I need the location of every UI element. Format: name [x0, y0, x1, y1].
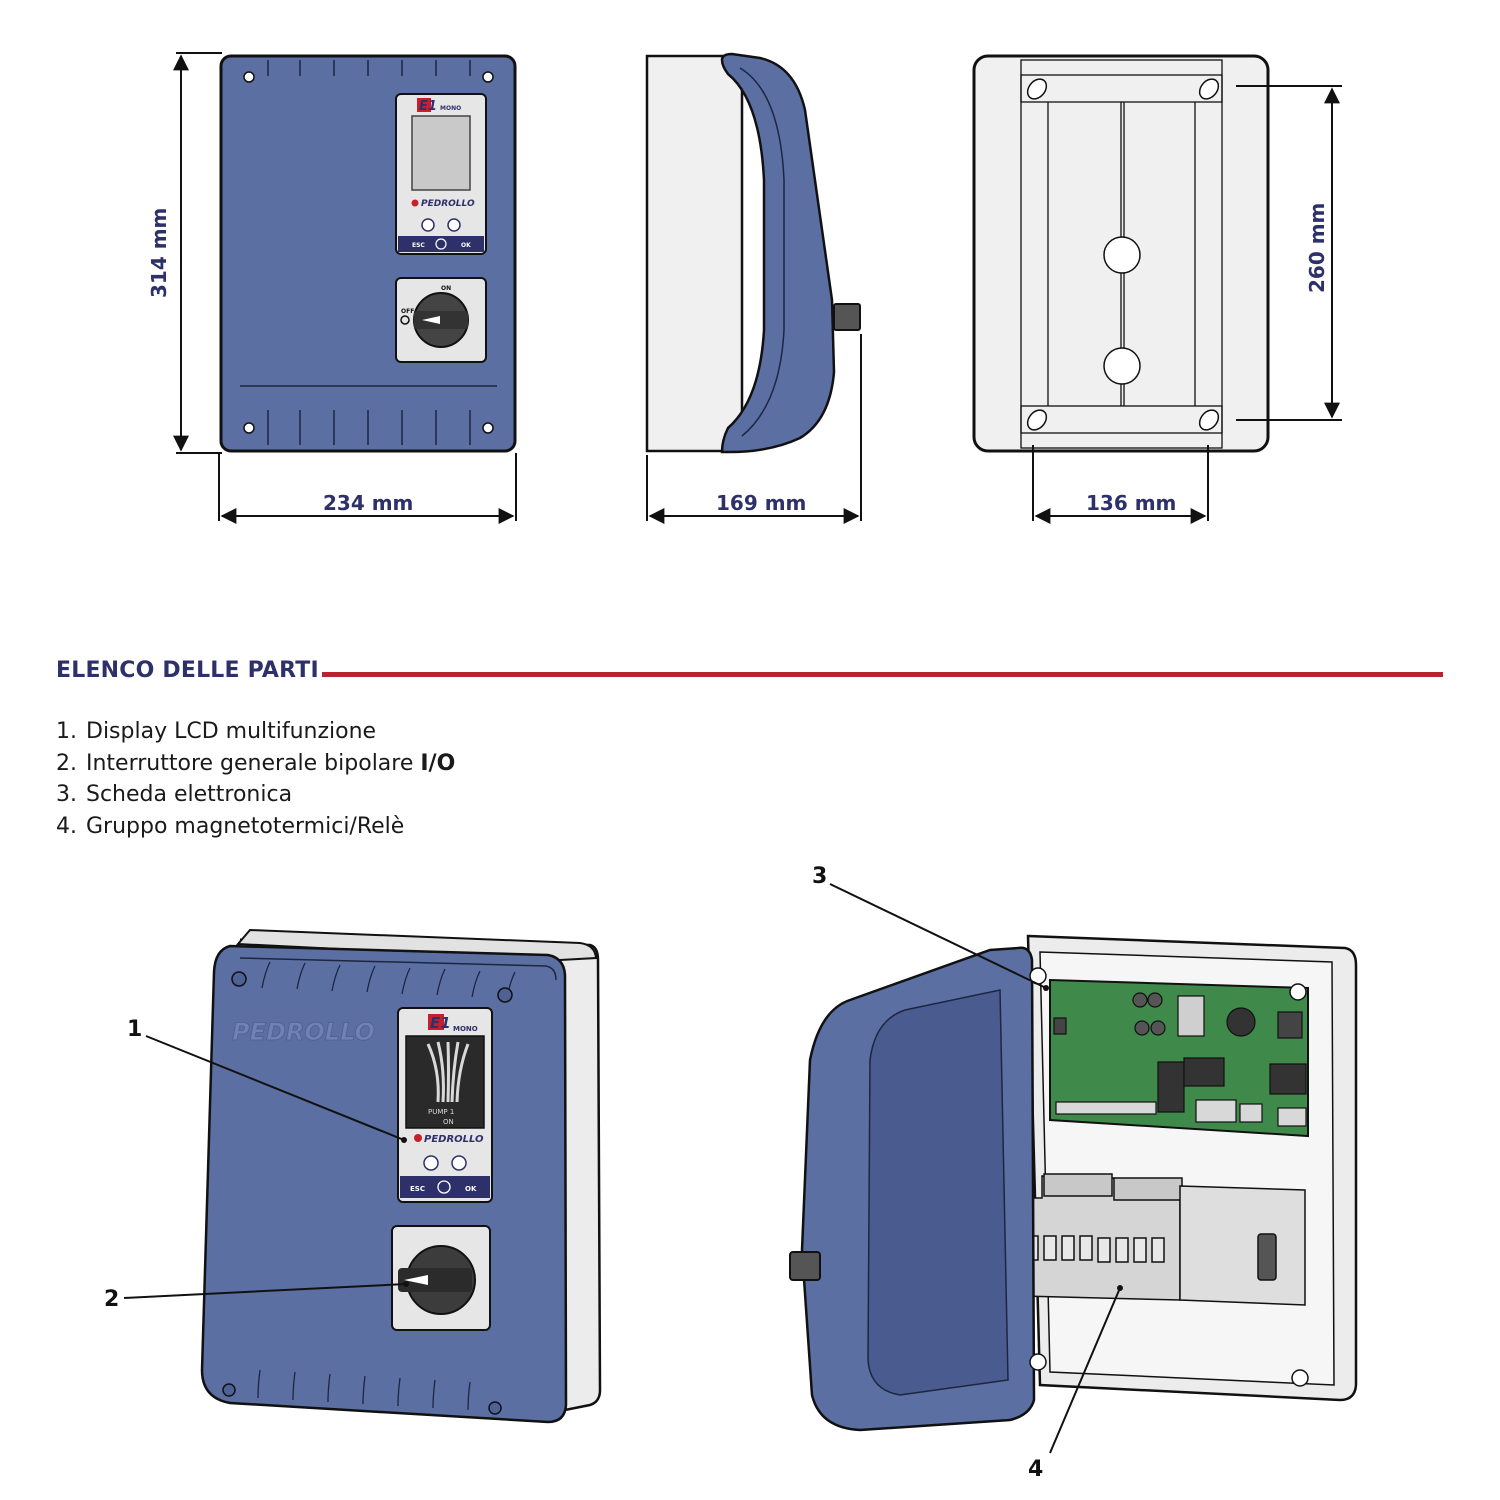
closed-unit-lcd-display	[405, 1035, 485, 1129]
front-switch-off-ring	[400, 315, 410, 325]
front-top-ribs	[267, 60, 471, 76]
open-unit-breakers	[1021, 1173, 1306, 1306]
closed-unit-screws	[222, 971, 513, 1415]
closed-unit-model-mono: MONO	[453, 1025, 478, 1033]
back-hole-width-label: 136 mm	[1086, 491, 1176, 515]
front-width-label: 234 mm	[323, 491, 413, 515]
part-number: 3.	[56, 782, 77, 807]
closed-unit-lcd-graphic	[426, 1041, 470, 1103]
part-number: 4.	[56, 813, 77, 839]
closed-unit-up-icon	[451, 1155, 467, 1171]
back-mounting-holes	[1026, 78, 1220, 431]
side-dimension-lines	[646, 334, 862, 524]
front-switch-handle	[414, 311, 468, 329]
side-body	[645, 54, 744, 453]
back-hole-height-label: 260 mm	[1305, 203, 1329, 293]
closed-unit-switch-indicator	[404, 1275, 428, 1285]
parts-list-item: 1. Display LCD multifunzione	[56, 716, 455, 748]
front-view: E1 MONO PEDROLLO ESC OK ON OFF	[219, 54, 517, 453]
front-screws	[243, 71, 494, 434]
closed-unit-brand-text: PEDROLLO	[424, 1134, 484, 1145]
closed-unit-top	[235, 928, 598, 962]
front-power-icon	[435, 238, 447, 250]
part-number: 2.	[56, 750, 77, 776]
open-unit-pcb-components	[1053, 992, 1307, 1127]
closed-unit-esc-label: ESC	[410, 1185, 425, 1193]
part-bold-suffix: I/O	[420, 750, 456, 776]
closed-unit-lcd-line2: ON	[443, 1118, 454, 1126]
front-switch-on-label: ON	[441, 285, 451, 292]
front-height-label: 314 mm	[147, 208, 171, 298]
callout-1: 1	[127, 1017, 142, 1042]
callout-leaders	[123, 883, 1121, 1454]
callout-dots	[401, 985, 1123, 1291]
side-depth-label: 169 mm	[716, 491, 806, 515]
open-unit-cover-inner	[867, 989, 1009, 1396]
back-knockout-upper	[1103, 236, 1141, 274]
closed-unit-cover-rim	[239, 957, 557, 981]
closed-unit-down-icon	[423, 1155, 439, 1171]
closed-unit-embossed-brand: PEDROLLO	[232, 1018, 375, 1046]
closed-unit-ok-label: OK	[465, 1185, 477, 1193]
open-unit-cover-knob	[789, 1251, 821, 1281]
front-switch-off-label: OFF	[401, 308, 414, 315]
part-text: Gruppo magnetotermici/Relè	[86, 813, 405, 839]
callout-4: 4	[1028, 1457, 1043, 1482]
parts-list-item: 3. Scheda elettronica	[56, 779, 455, 811]
front-down-icon	[421, 218, 435, 232]
part-number: 1.	[56, 719, 77, 744]
closed-unit-brand-dot	[414, 1134, 422, 1142]
section-title: ELENCO DELLE PARTI	[56, 658, 319, 683]
closed-unit-ribs	[257, 961, 516, 1411]
front-brand-dot	[411, 199, 419, 207]
parts-list-item: 4. Gruppo magnetotermici/Relè	[56, 811, 455, 843]
parts-list-item: 2. Interruttore generale bipolare I/O	[56, 748, 455, 780]
closed-unit-model-e1: E1	[430, 1014, 451, 1032]
parts-list: 1. Display LCD multifunzione 2. Interrutto…	[56, 716, 455, 842]
section-rule	[322, 672, 1443, 677]
front-up-icon	[447, 218, 461, 232]
side-cover	[720, 52, 836, 454]
front-bottom-ribs	[267, 410, 471, 445]
front-ok-label: OK	[461, 242, 471, 249]
part-text: Display LCD multifunzione	[86, 719, 377, 744]
closed-unit-button-bar	[400, 1176, 490, 1198]
part-text: Interruttore generale bipolare	[86, 750, 421, 776]
closed-unit-power-icon	[437, 1180, 451, 1194]
front-model-e1: E1	[419, 99, 437, 114]
front-button-bar	[398, 236, 484, 252]
part-text: Scheda elettronica	[86, 782, 293, 807]
closed-unit-lcd-line1: PUMP 1	[428, 1108, 454, 1116]
closed-unit-model-badge	[428, 1014, 444, 1030]
back-view	[972, 54, 1270, 453]
callout-2: 2	[104, 1287, 119, 1312]
side-view	[645, 52, 861, 454]
front-switch-indicator	[422, 316, 440, 324]
front-lcd-display	[411, 115, 471, 191]
closed-unit-switch-handle	[398, 1268, 472, 1292]
back-dimension-lines	[1032, 85, 1342, 524]
front-brand-text: PEDROLLO	[421, 199, 475, 209]
front-dimension-lines	[173, 52, 517, 524]
open-unit-illustration	[789, 934, 1358, 1432]
side-cover-inner	[739, 67, 785, 437]
callout-3: 3	[812, 864, 827, 889]
back-knockout-lower	[1103, 347, 1141, 385]
front-model-mono: MONO	[440, 105, 461, 112]
closed-unit-illustration: PEDROLLO E1 MONO PUMP 1 ON PEDROLLO ESC …	[200, 928, 602, 1424]
side-knob	[833, 303, 861, 331]
front-esc-label: ESC	[412, 242, 425, 249]
front-model-badge	[417, 98, 431, 112]
